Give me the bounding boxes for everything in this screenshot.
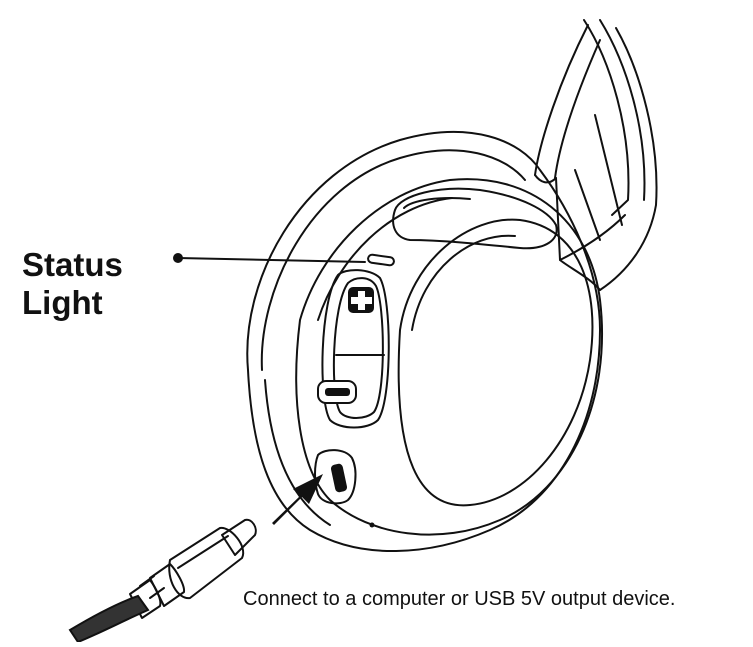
- headband: [534, 19, 658, 291]
- status-light: [367, 253, 395, 267]
- status-light-label-line1: Status: [22, 246, 123, 283]
- ear-cushion: [246, 131, 601, 552]
- status-light-label-line2: Light: [22, 284, 103, 321]
- status-light-leader: [173, 253, 366, 263]
- status-light-label: Status Light: [22, 246, 123, 322]
- volume-down-icon: [317, 380, 357, 404]
- usb-c-cable: [68, 518, 257, 644]
- usb-c-port: [314, 449, 375, 528]
- connection-caption: Connect to a computer or USB 5V output d…: [243, 588, 676, 610]
- volume-rocker: [317, 269, 390, 429]
- volume-up-icon: [348, 287, 374, 313]
- yoke: [392, 187, 558, 250]
- insert-arrow-icon: [272, 474, 323, 525]
- earcup-housing: [295, 178, 604, 536]
